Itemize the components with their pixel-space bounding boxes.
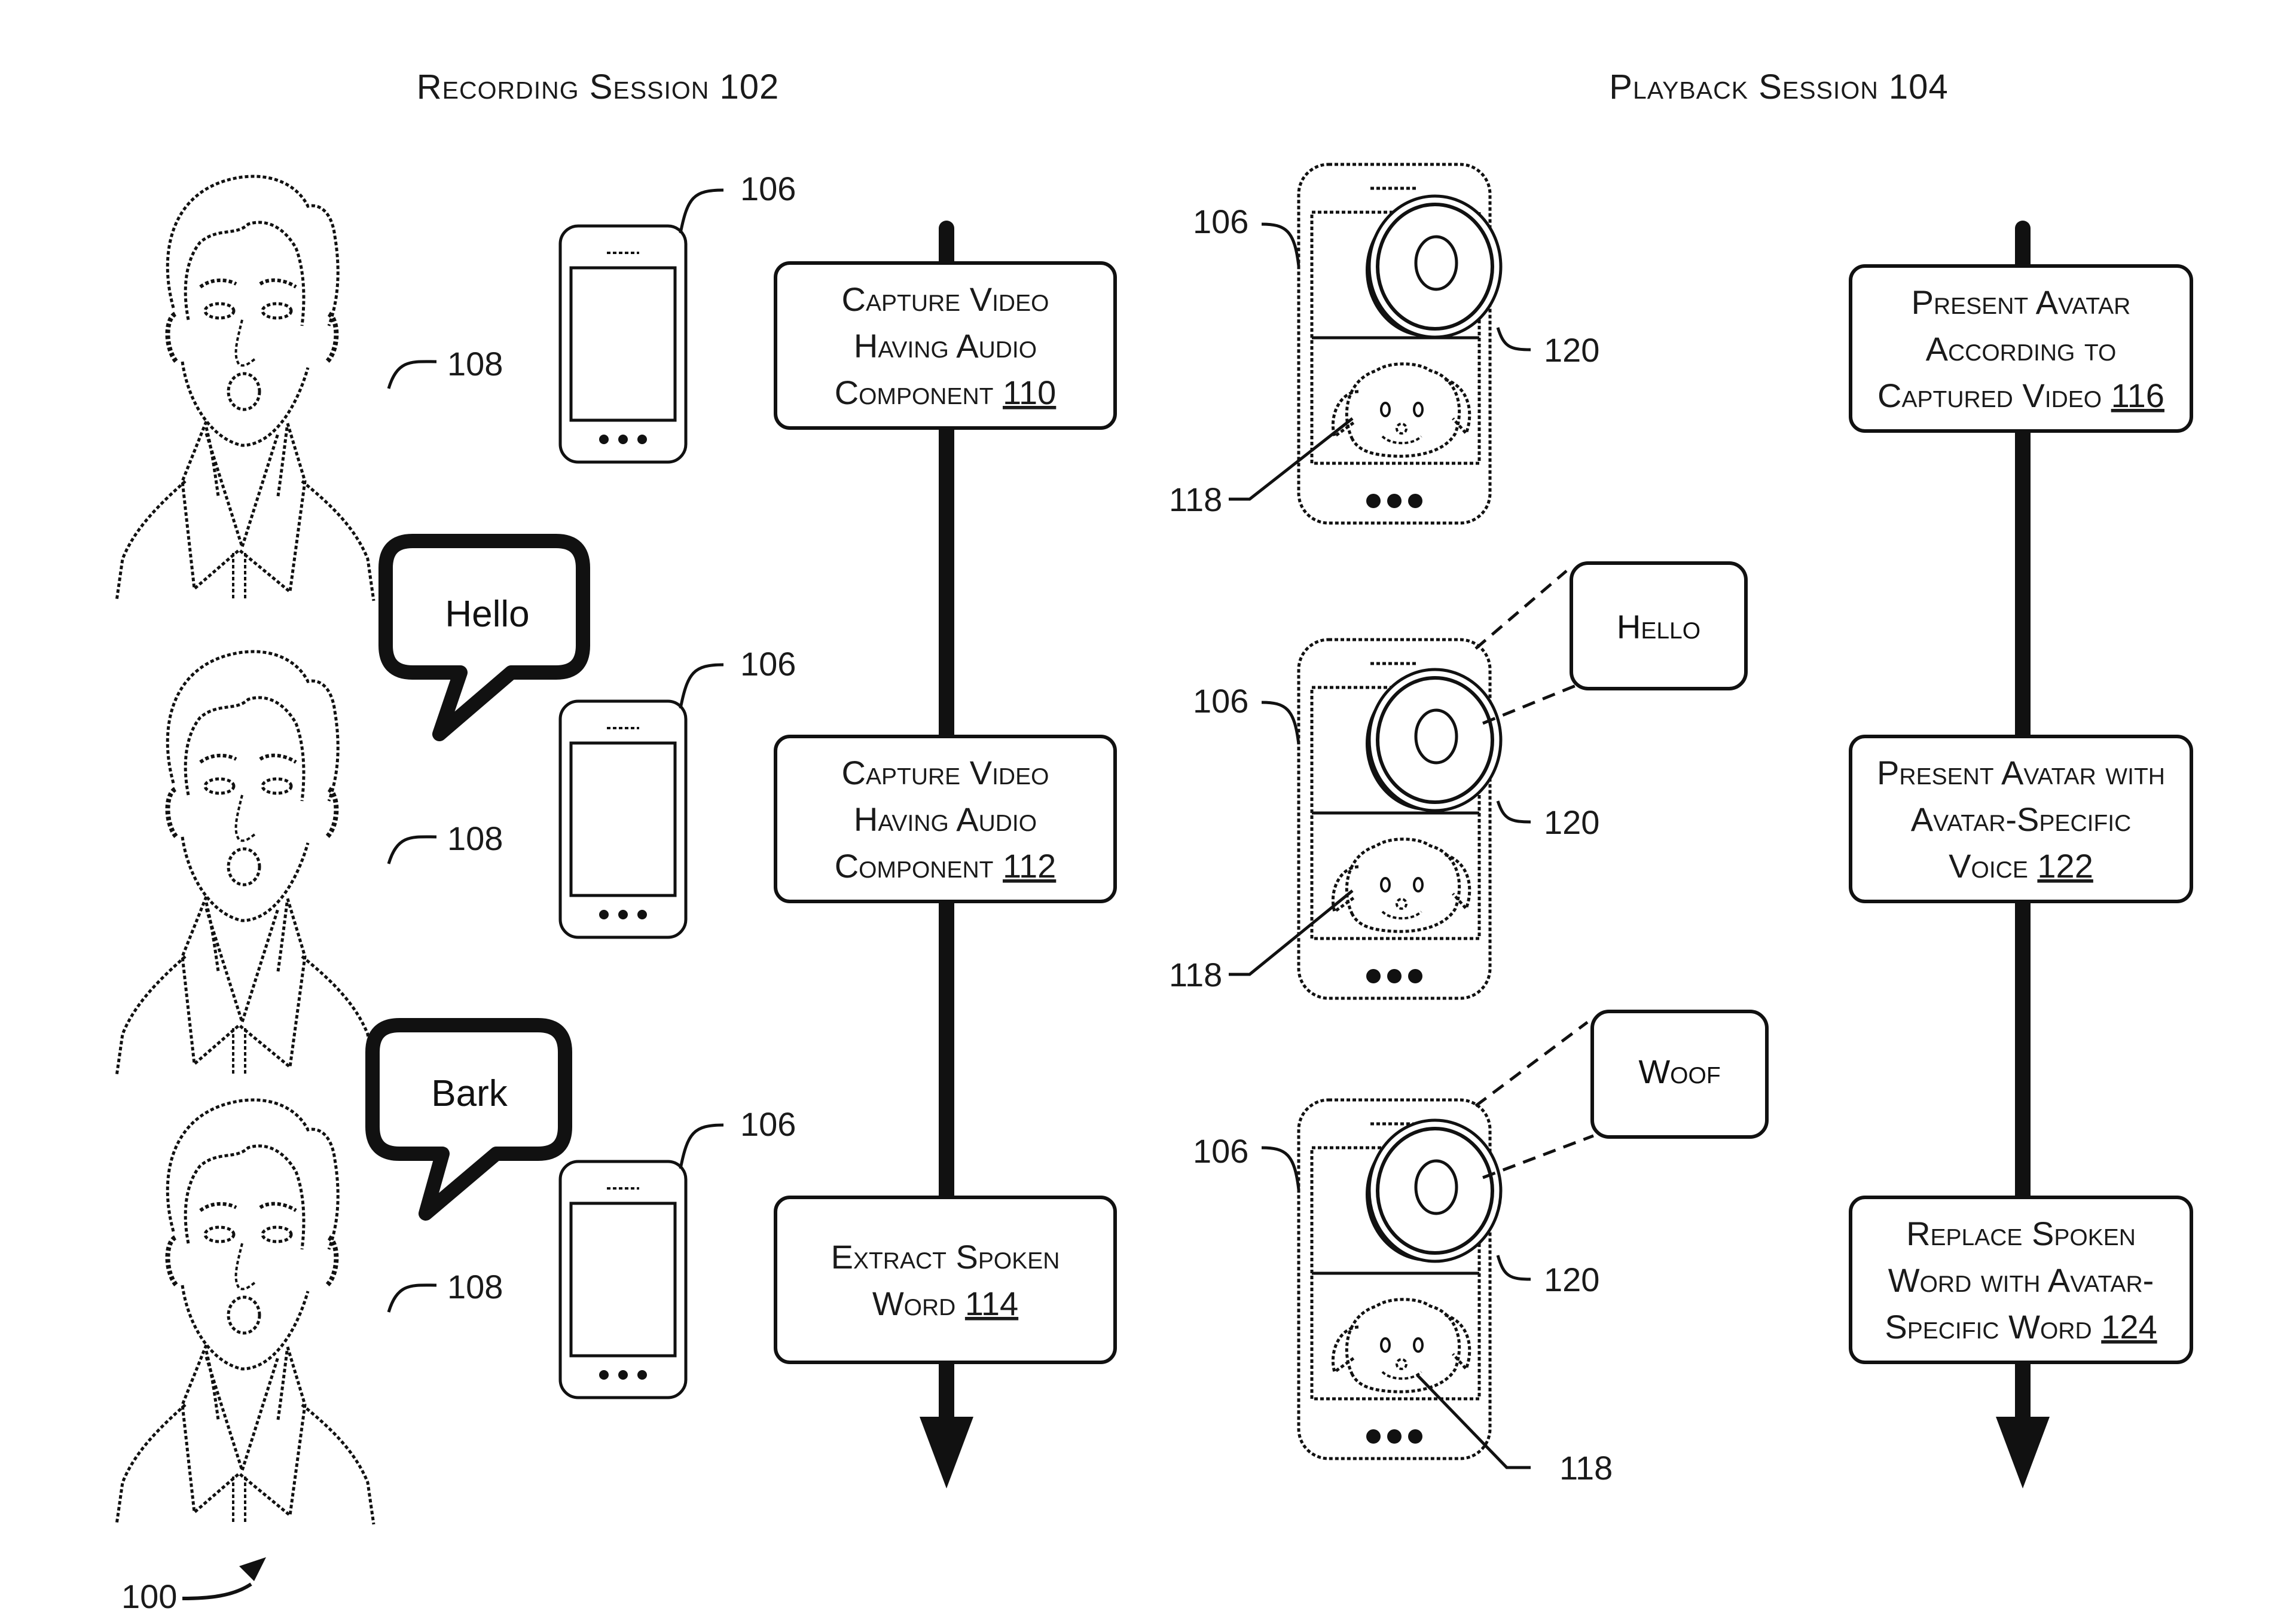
recording-row-3: 106 108 Bark <box>117 1018 796 1524</box>
ref-label-120: 120 <box>1544 803 1599 841</box>
flow-step-ref: 110 <box>1003 374 1056 411</box>
callout-box: Woof <box>1474 1010 1769 1179</box>
ref-label-118: 118 <box>1169 481 1222 518</box>
flow-step-text: Present Avatar with <box>1877 754 2165 791</box>
flow-step-text: Captured Video 116 <box>1877 377 2164 414</box>
ref-label-106: 106 <box>1193 1132 1248 1170</box>
playback-row-2: 106 120 118 Hello <box>1169 561 1748 998</box>
person-illustration <box>117 652 374 1076</box>
speaker-icon <box>1366 670 1501 811</box>
flow-step-text: Component 110 <box>835 374 1057 411</box>
flow-step-text: According to <box>1926 330 2117 368</box>
flow-step-text: Voice 122 <box>1949 847 2093 885</box>
flow-step-text: Component 112 <box>835 847 1057 885</box>
smartphone-icon <box>560 701 686 937</box>
flow-step-text: Word 114 <box>872 1285 1018 1322</box>
speaker-icon <box>1366 196 1501 337</box>
person-illustration <box>117 176 374 601</box>
flow-step-text: Capture Video <box>842 280 1049 318</box>
ref-label-106: 106 <box>740 645 796 683</box>
ref-label-120: 120 <box>1544 1261 1599 1298</box>
flow-step-box: Present Avatar withAvatar-SpecificVoice … <box>1849 735 2193 903</box>
flow-step-ref: 116 <box>2111 377 2164 414</box>
flow-step-frame <box>1849 1196 2193 1364</box>
ref-label-108: 108 <box>447 1268 503 1306</box>
ref-label-106: 106 <box>740 170 796 207</box>
flow-step-text: Specific Word 124 <box>1885 1308 2157 1346</box>
timeline-arrowhead-icon <box>920 1417 973 1488</box>
flow-step-text: Extract Spoken <box>831 1238 1060 1276</box>
flow-step-frame <box>774 735 1117 903</box>
speech-bubble-text: Bark <box>431 1073 508 1114</box>
speech-bubble-text: Hello <box>445 594 529 635</box>
ref-label-106: 106 <box>1193 203 1248 240</box>
playback-row-3: 106 120 118 Woof <box>1193 1010 1769 1487</box>
flow-step-text: Present Avatar <box>1912 283 2131 321</box>
flow-step-frame <box>774 261 1117 430</box>
flow-step-frame <box>774 1196 1117 1364</box>
callout-box: Hello <box>1474 561 1748 725</box>
flow-step-text: Replace Spoken <box>1906 1215 2136 1252</box>
flow-step-ref: 122 <box>2037 847 2093 885</box>
speech-bubble: Bark <box>365 1018 572 1221</box>
ref-label-108: 108 <box>447 820 503 857</box>
ref-label-108: 108 <box>447 345 503 383</box>
figure-ref-arrow-icon <box>239 1557 266 1581</box>
flow-step-ref: 114 <box>965 1285 1018 1322</box>
recording-row-1: 106 108 <box>117 170 796 601</box>
speaker-icon <box>1366 1120 1501 1261</box>
recording-row-2: 106 108 Hello <box>117 534 796 1076</box>
figure-ref-label: 100 <box>121 1578 177 1614</box>
flow-step-frame <box>1849 264 2193 433</box>
ref-label-106: 106 <box>1193 682 1248 720</box>
callout-text: Woof <box>1638 1053 1720 1090</box>
flow-step-text: Avatar-Specific <box>1911 800 2132 838</box>
ref-label-118: 118 <box>1559 1449 1613 1487</box>
timeline-arrowhead-icon <box>1996 1417 2050 1488</box>
callout-text: Hello <box>1617 608 1700 646</box>
flow-step-text: Having Audio <box>854 800 1037 838</box>
ref-label-120: 120 <box>1544 331 1599 369</box>
ref-label-106: 106 <box>740 1105 796 1143</box>
flow-step-text: Capture Video <box>842 754 1049 791</box>
playback-session-title: Playback Session 104 <box>1609 68 1948 106</box>
flow-step-ref: 124 <box>2101 1308 2157 1346</box>
recording-session-title: Recording Session 102 <box>417 68 779 106</box>
flow-step-text: Having Audio <box>854 327 1037 365</box>
flow-step-ref: 112 <box>1003 847 1056 885</box>
smartphone-icon <box>560 226 686 462</box>
playback-row-1: 106 120 118 <box>1169 164 1599 523</box>
figure-reference: 100 <box>121 1557 266 1614</box>
smartphone-icon <box>560 1161 686 1398</box>
ref-label-118: 118 <box>1169 956 1222 994</box>
speech-bubble: Hello <box>378 534 590 741</box>
flow-step-frame <box>1849 735 2193 903</box>
flow-step-text: Word with Avatar- <box>1888 1261 2154 1299</box>
person-illustration <box>117 1100 374 1524</box>
